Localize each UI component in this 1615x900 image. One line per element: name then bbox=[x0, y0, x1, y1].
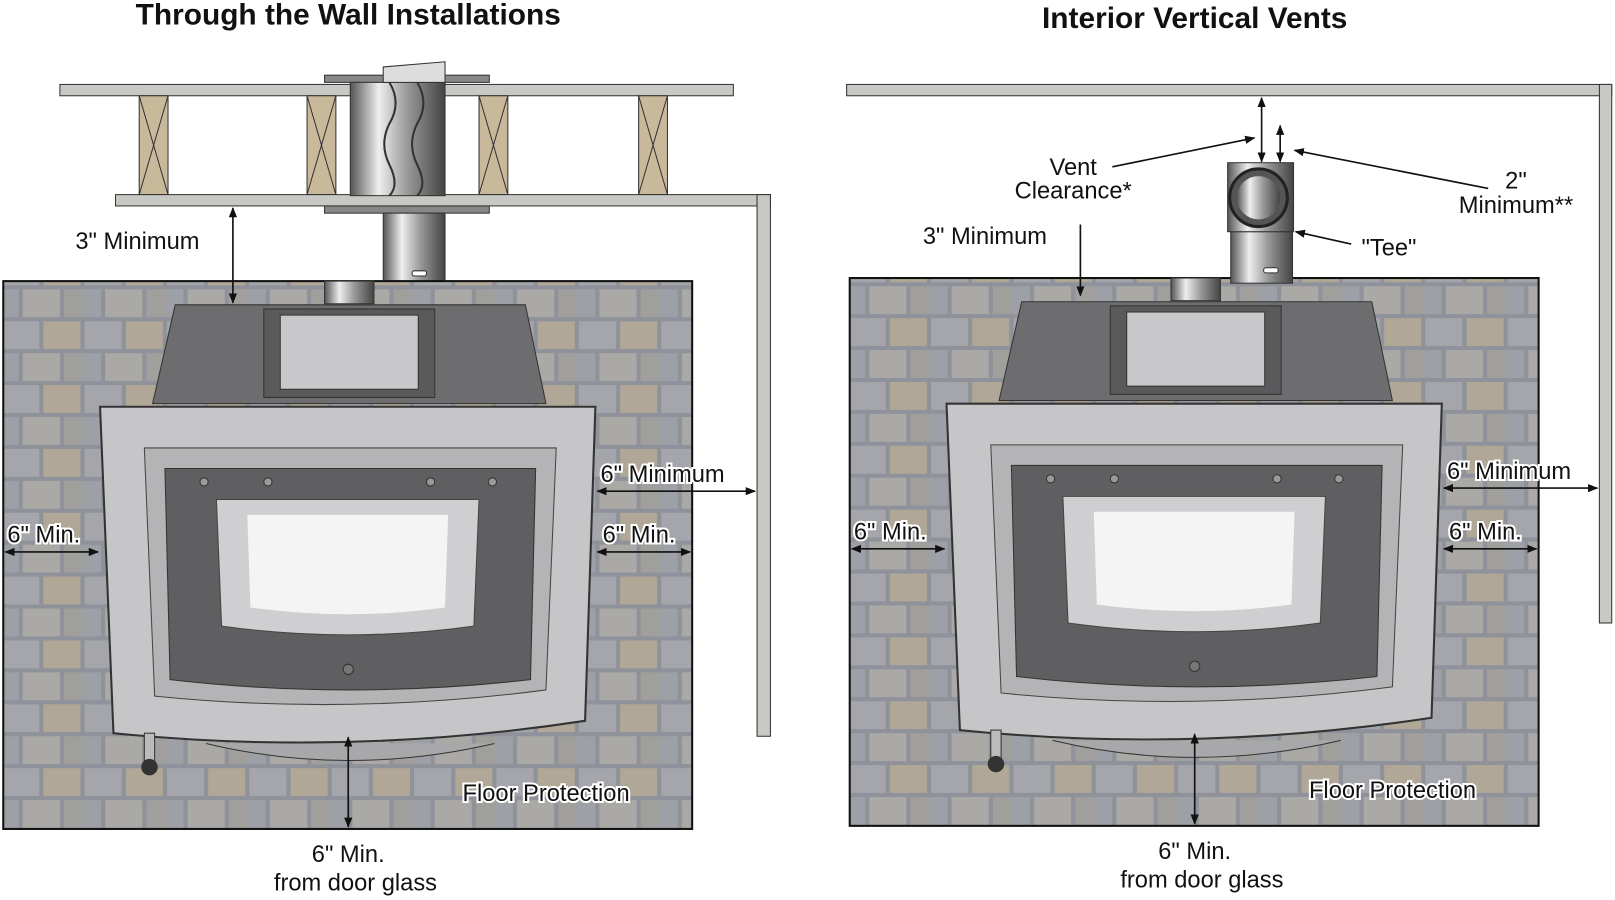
label-tee: "Tee" bbox=[1362, 235, 1417, 261]
label-vent: Vent bbox=[1049, 155, 1097, 181]
vent-pipe bbox=[324, 61, 490, 300]
label-6in-minimum-wall: 6" Minimum bbox=[601, 462, 725, 488]
interior-vertical-panel: Interior Vertical Vents Vent Clearance* … bbox=[846, 2, 1613, 896]
label-6in-min-left: 6" Min. bbox=[854, 520, 927, 546]
vent-tee bbox=[1227, 162, 1295, 284]
label-clearance: Clearance* bbox=[1015, 179, 1132, 205]
label-6in-minimum-wall: 6" Minimum bbox=[1447, 459, 1571, 485]
through-wall-panel: Through the Wall Installations 3" Minimu… bbox=[2, 0, 771, 899]
label-from-door-glass: from door glass bbox=[1120, 868, 1283, 894]
label-minimum-2star: Minimum** bbox=[1459, 193, 1573, 219]
label-front-min: 6" Min. bbox=[1158, 839, 1231, 865]
label-3in-minimum: 3" Minimum bbox=[923, 224, 1047, 250]
label-from-door-glass: from door glass bbox=[274, 871, 437, 897]
wall-studs bbox=[138, 95, 668, 196]
wall bbox=[114, 194, 771, 207]
label-floor-protection: Floor Protection bbox=[463, 781, 630, 807]
label-front-min: 6" Min. bbox=[312, 842, 385, 868]
label-6in-min-right: 6" Min. bbox=[1449, 520, 1522, 546]
label-6in-min-left: 6" Min. bbox=[7, 523, 80, 549]
side-wall bbox=[1598, 83, 1613, 624]
label-floor-protection: Floor Protection bbox=[1309, 778, 1476, 804]
side-wall bbox=[756, 194, 771, 737]
label-6in-min-right: 6" Min. bbox=[603, 523, 676, 549]
label-2in: 2" bbox=[1505, 168, 1527, 194]
ceiling bbox=[846, 83, 1613, 97]
left-panel-title: Through the Wall Installations bbox=[136, 0, 561, 32]
right-panel-title: Interior Vertical Vents bbox=[1042, 2, 1347, 35]
label-3in-minimum: 3" Minimum bbox=[75, 229, 199, 255]
